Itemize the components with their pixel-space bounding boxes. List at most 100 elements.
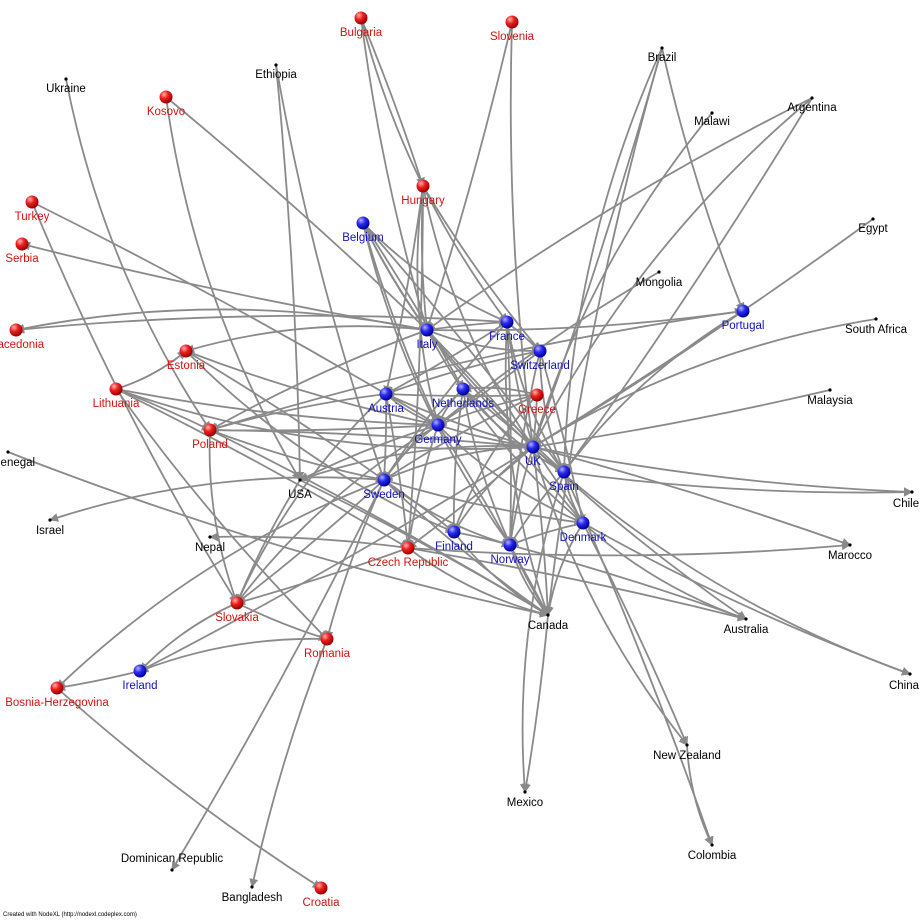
node-label: Bangladesh [222, 892, 283, 904]
node-label: Slovakia [215, 612, 259, 624]
node-sphere [109, 382, 123, 396]
edge-brazil-canada [544, 47, 663, 616]
node-macedonia: Macedonia [0, 323, 45, 351]
node-dot [908, 672, 912, 676]
edge-netherlands-finland [449, 388, 464, 533]
node-dot [170, 868, 174, 872]
edge-belgium-spain [362, 222, 565, 473]
edge-italy-estonia [185, 325, 428, 354]
node-dot [48, 518, 52, 522]
node-sphere [456, 382, 470, 396]
node-sphere [401, 541, 415, 555]
edge-estonia-sweden [185, 350, 385, 481]
edge-italy-serbia [21, 241, 428, 331]
edge-denmark-canada [544, 522, 584, 616]
edge-switzerland-austria [385, 350, 541, 396]
node-marocco: Marocco [828, 543, 872, 562]
node-dot [828, 388, 832, 392]
node-label: Portugal [722, 320, 765, 332]
node-label: New Zealand [653, 750, 721, 762]
edge-sweden-slovakia [236, 479, 385, 604]
edge-italy-switzerland [426, 329, 541, 356]
node-germany: Germany [414, 418, 462, 446]
node-finland: Finland [435, 525, 473, 553]
node-label: Ethiopia [255, 69, 297, 81]
node-usa: USA [288, 478, 312, 501]
node-turkey: Turkey [15, 195, 50, 223]
edge-italy-france [426, 317, 508, 331]
node-nepal: Nepal [195, 535, 225, 554]
edge-ireland-bosnia [56, 670, 141, 692]
node-label: Ireland [122, 680, 157, 692]
node-senegal: Senegal [0, 450, 35, 469]
node-label: Norway [491, 554, 530, 566]
edge-slovenia-italy [425, 21, 513, 331]
edge-germany-usa [299, 424, 439, 481]
node-romania: Romania [304, 632, 351, 660]
node-label: France [489, 331, 525, 343]
edge-senegal-canada [7, 451, 549, 618]
node-label: South Africa [845, 324, 908, 336]
node-dot [744, 617, 748, 621]
node-sphere [576, 516, 590, 530]
edge-czech-marocco [407, 541, 851, 557]
edge-slovakia-ireland [139, 602, 238, 672]
node-label: Switzerland [510, 360, 569, 372]
edge-lithuania-estonia [115, 350, 187, 390]
node-italy: Italy [416, 323, 438, 351]
node-label: Greece [518, 404, 556, 416]
edge-italy-spain [426, 329, 565, 473]
node-south_africa: South Africa [845, 317, 908, 336]
node-croatia: Croatia [302, 881, 340, 909]
node-sphere [9, 323, 23, 337]
edge-poland-sweden [209, 429, 385, 483]
edge-uk-usa [299, 445, 534, 482]
node-uk: UK [525, 440, 541, 468]
edge-switzerland-spain [539, 350, 566, 473]
edge-turkey-slovakia [31, 201, 238, 604]
node-sphere [500, 315, 514, 329]
node-ethiopia: Ethiopia [255, 63, 297, 81]
edge-denmark-china [582, 522, 911, 676]
node-canada: Canada [528, 613, 569, 632]
node-label: Mongolia [636, 277, 683, 289]
node-label: UK [525, 456, 541, 468]
node-hungary: Hungary [401, 179, 445, 207]
node-sphere [533, 344, 547, 358]
edge-malaysia-uk [532, 389, 831, 451]
node-label: Bulgaria [340, 27, 383, 39]
node-ireland: Ireland [122, 664, 158, 692]
edge-bulgaria-hungary [360, 17, 425, 187]
edge-belgium-netherlands [362, 222, 464, 390]
node-sphere [447, 525, 461, 539]
node-serbia: Serbia [5, 237, 39, 265]
node-belgium: Belgium [342, 216, 384, 244]
node-sphere [354, 11, 368, 25]
node-label: Hungary [401, 195, 445, 207]
node-dominican: Dominican Republic [121, 853, 223, 872]
edge-uk-chile [532, 446, 913, 497]
node-sweden: Sweden [363, 473, 405, 501]
node-china: China [889, 672, 920, 692]
node-austria: Austria [368, 387, 404, 415]
node-label: Malawi [694, 116, 730, 128]
edge-new_zealand-colombia [686, 744, 713, 846]
node-label: Bosnia-Herzegovina [5, 697, 109, 709]
node-label: Denmark [560, 532, 607, 544]
node-label: Slovenia [490, 31, 535, 43]
node-sphere [431, 418, 445, 432]
node-slovenia: Slovenia [490, 15, 535, 43]
node-label: Senegal [0, 457, 35, 469]
node-dot [6, 450, 10, 454]
node-label: Chile [893, 498, 919, 510]
edge-netherlands-canada [462, 388, 549, 616]
edge-slovenia-uk [509, 21, 537, 448]
node-new_zealand: New Zealand [653, 743, 721, 762]
node-sphere [159, 90, 173, 104]
node-label: Colombia [688, 850, 737, 862]
edge-sweden-israel [49, 476, 385, 522]
edge-uk-new_zealand [532, 446, 688, 746]
node-dot [546, 613, 550, 617]
node-australia: Australia [724, 617, 769, 636]
